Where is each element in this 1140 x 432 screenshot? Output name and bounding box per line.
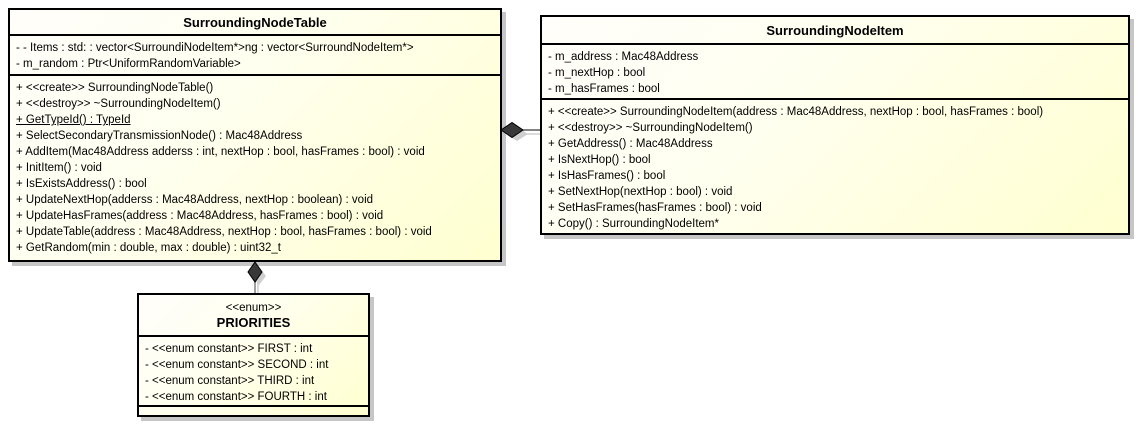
diamond-shadow [506,127,528,141]
attribute-row: - m_hasFrames : bool [548,83,660,95]
enum-constant-row: - <<enum constant>> THIRD : int [145,375,315,387]
method-row: + IsNextHop() : bool [548,154,651,166]
methods-compartment: + <<create>> SurroundingNodeTable() + <<… [10,74,500,260]
enum-constant-row: - <<enum constant>> SECOND : int [145,359,329,371]
class-name: SurroundingNodeTable [183,14,327,30]
method-row: + IsExistsAddress() : bool [16,178,147,190]
empty-methods-compartment [139,405,368,415]
method-row: + GetRandom(min : double, max : double) … [16,242,281,254]
method-row: + UpdateTable(address : Mac48Address, ne… [16,226,432,238]
method-row: + <<destroy>> ~SurroundingNodeItem() [16,98,221,110]
enum-title: <<enum>> PRIORITIES [139,295,368,335]
method-row: + SelectSecondaryTransmissionNode() : Ma… [16,130,303,142]
method-row: + InitItem() : void [16,162,102,174]
diamond-shadow [252,267,266,285]
class-box-surroundingnodeitem[interactable]: SurroundingNodeItem - m_address : Mac48A… [540,15,1130,235]
method-row: + <<create>> SurroundingNodeTable() [16,82,214,94]
methods-compartment: + <<create>> SurroundingNodeItem(address… [542,98,1128,233]
class-box-surroundingnodetable[interactable]: SurroundingNodeTable - - Items : std: : … [8,8,502,262]
class-name: SurroundingNodeItem [766,22,904,38]
attribute-row: - m_random : Ptr<UniformRandomVariable> [16,58,241,70]
enum-constant-row: - <<enum constant>> FOURTH : int [145,391,327,403]
method-row: + SetNextHop(nextHop : bool) : void [548,186,733,198]
method-row: + AddItem(Mac48Address adderss : int, ne… [16,146,425,158]
method-row: + <<create>> SurroundingNodeItem(address… [548,106,1044,118]
method-row-static-gettypeid: + GetTypeId() : TypeId [16,114,131,126]
method-row: + IsHasFrames() : bool [548,170,666,182]
method-row: + SetHasFrames(hasFrames : bool) : void [548,202,762,214]
composition-diamond-icon [500,121,524,139]
attributes-compartment: - - Items : std: : vector<SurroundiNodeI… [10,34,500,74]
attribute-row: - m_address : Mac48Address [548,51,699,63]
method-row: + UpdateNextHop(adderss : Mac48Address, … [16,194,374,206]
attribute-row: - - Items : std: : vector<SurroundiNodeI… [16,42,414,54]
enum-stereotype: <<enum>> [225,301,282,314]
class-title: SurroundingNodeTable [10,10,500,34]
enum-box-priorities[interactable]: <<enum>> PRIORITIES - <<enum constant>> … [137,293,370,417]
class-title: SurroundingNodeItem [542,17,1128,43]
method-row: + Copy() : SurroundingNodeItem* [548,218,719,230]
attribute-row: - m_nextHop : bool [548,67,646,79]
enum-constants-compartment: - <<enum constant>> FIRST : int - <<enum… [139,335,368,405]
attributes-compartment: - m_address : Mac48Address - m_nextHop :… [542,43,1128,98]
method-row: + UpdateHasFrames(address : Mac48Address… [16,210,384,222]
composition-link-table-item[interactable] [500,121,540,142]
enum-constant-row: - <<enum constant>> FIRST : int [145,343,313,355]
method-row: + GetAddress() : Mac48Address [548,138,713,150]
composition-diamond-icon [247,261,263,283]
enum-name: PRIORITIES [216,314,291,330]
method-row: + <<destroy>> ~SurroundingNodeItem() [548,122,753,134]
composition-link-table-priorities[interactable] [247,261,266,293]
